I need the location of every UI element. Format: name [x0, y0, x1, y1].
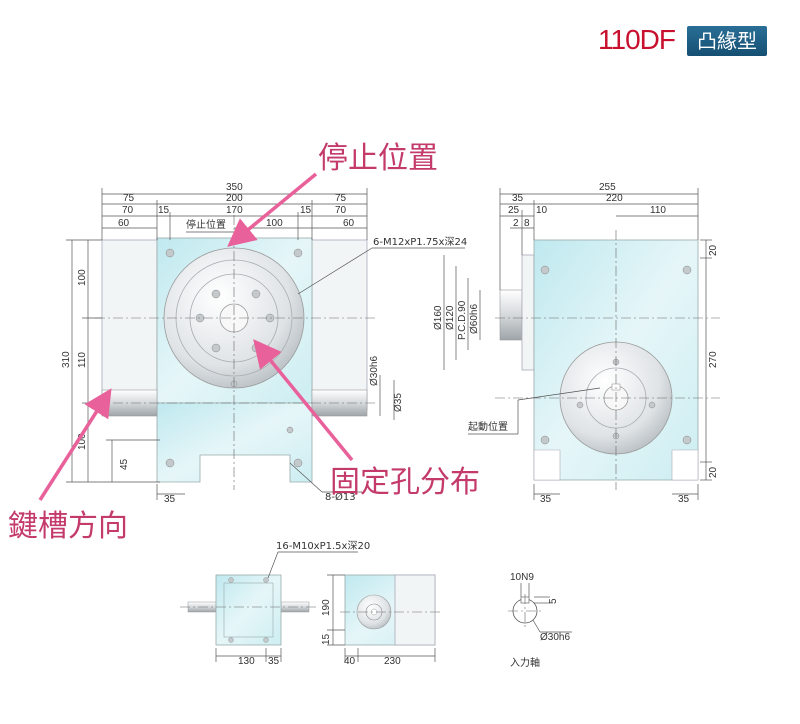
front-input-shaft-left: [101, 389, 158, 417]
input-shaft-key-note: 10N9: [510, 572, 534, 583]
bottom-view-left: 130 35 16-M10xP1.5x深20: [180, 540, 370, 667]
side-start-position-label: 起動位置: [468, 420, 508, 433]
side-output-hub: [499, 289, 523, 341]
bottom-view2-dim-190: 190: [321, 599, 332, 616]
front-dim-170: 170: [226, 205, 243, 216]
side-dim-20-top: 20: [708, 244, 719, 256]
front-dim-60-right: 60: [343, 218, 355, 229]
front-dim-60-left: 60: [118, 218, 130, 229]
model-number: 110DF: [598, 24, 676, 55]
front-tap-note: 6-M12xP1.75x深24: [373, 236, 467, 248]
bottom-view2-dim-15: 15: [321, 633, 332, 645]
front-right-flange: [311, 239, 368, 411]
front-dim-100: 100: [266, 218, 283, 229]
side-dia-160: Ø160: [433, 305, 444, 330]
side-dim-110: 110: [650, 205, 666, 216]
side-dim-35-left: 35: [540, 494, 552, 505]
side-dim-2: 2: [513, 218, 519, 229]
bottom-view-right: 190 15 40 230: [321, 574, 440, 667]
callout-key-direction: 鍵槽方向: [8, 509, 128, 544]
bottom-view1-dim-35: 35: [268, 656, 280, 667]
front-dim-15-left: 15: [158, 205, 170, 216]
callouts: 停止位置 固定孔分布 鍵槽方向: [8, 141, 480, 544]
input-shaft-detail: 10N9 5 Ø30h6 入力軸: [508, 572, 572, 669]
side-dim-35: 35: [512, 193, 524, 204]
front-dim-100-top: 100: [77, 269, 88, 286]
front-shaft-dia-35: Ø35: [393, 393, 404, 412]
callout-fixing-arrow: [253, 339, 354, 462]
front-dim-110: 110: [77, 352, 88, 368]
bottom-view2-dim-40: 40: [344, 656, 356, 667]
side-dia-60: Ø60h6: [469, 304, 480, 334]
side-dim-8: 8: [524, 218, 530, 229]
model-type-badge: 凸緣型: [687, 26, 767, 56]
front-left-flange: [101, 239, 158, 411]
side-dim-35-right: 35: [678, 494, 690, 505]
front-dim-310: 310: [61, 351, 72, 368]
front-shaft-dia-30: Ø30h6: [369, 356, 380, 386]
input-shaft-label: 入力軸: [510, 656, 540, 669]
side-dia-120: Ø120: [445, 305, 456, 330]
callout-fixing-holes: 固定孔分布: [330, 465, 480, 500]
side-dim-220: 220: [606, 193, 623, 204]
front-dim-75-left: 75: [123, 193, 135, 204]
side-dim-270: 270: [708, 351, 719, 368]
front-dim-100-bottom: 100: [77, 433, 88, 450]
bottom-view1-dim-130: 130: [238, 656, 255, 667]
callout-stop-arrow: [227, 172, 318, 247]
callout-key-arrow: [38, 388, 112, 501]
side-dim-255: 255: [599, 182, 616, 193]
front-stop-position-label: 停止位置: [186, 218, 226, 231]
bottom-tap-note: 16-M10xP1.5x深20: [276, 540, 370, 552]
side-dim-20-bottom: 20: [708, 466, 719, 478]
front-dim-70-right: 70: [335, 205, 347, 216]
input-shaft-diameter: Ø30h6: [540, 632, 570, 643]
front-dim-75-right: 75: [335, 193, 347, 204]
front-dim-45: 45: [119, 458, 130, 470]
callout-stop-position: 停止位置: [318, 141, 438, 176]
bottom-view2-dim-230: 230: [384, 656, 401, 667]
front-view: 350 75 200 75 70 15 170 15 70 60 100 60 …: [61, 182, 467, 505]
side-dim-10: 10: [536, 205, 548, 216]
input-shaft-dim-5: 5: [548, 598, 559, 604]
front-dim-200: 200: [226, 193, 243, 204]
front-dim-350: 350: [226, 182, 243, 193]
side-flange: [521, 254, 535, 371]
front-dim-15-right: 15: [300, 205, 312, 216]
front-base: [156, 402, 313, 483]
front-dim-70-left: 70: [122, 205, 134, 216]
side-pcd-90: P.C.D.90: [457, 300, 468, 340]
front-hole-note: 8-Ø13: [325, 491, 356, 503]
side-dim-25: 25: [508, 205, 520, 216]
side-view: 255 35 220 25 10 2 8 110 20 270 20 Ø160 …: [433, 182, 720, 505]
front-dim-35-bottom: 35: [164, 494, 176, 505]
